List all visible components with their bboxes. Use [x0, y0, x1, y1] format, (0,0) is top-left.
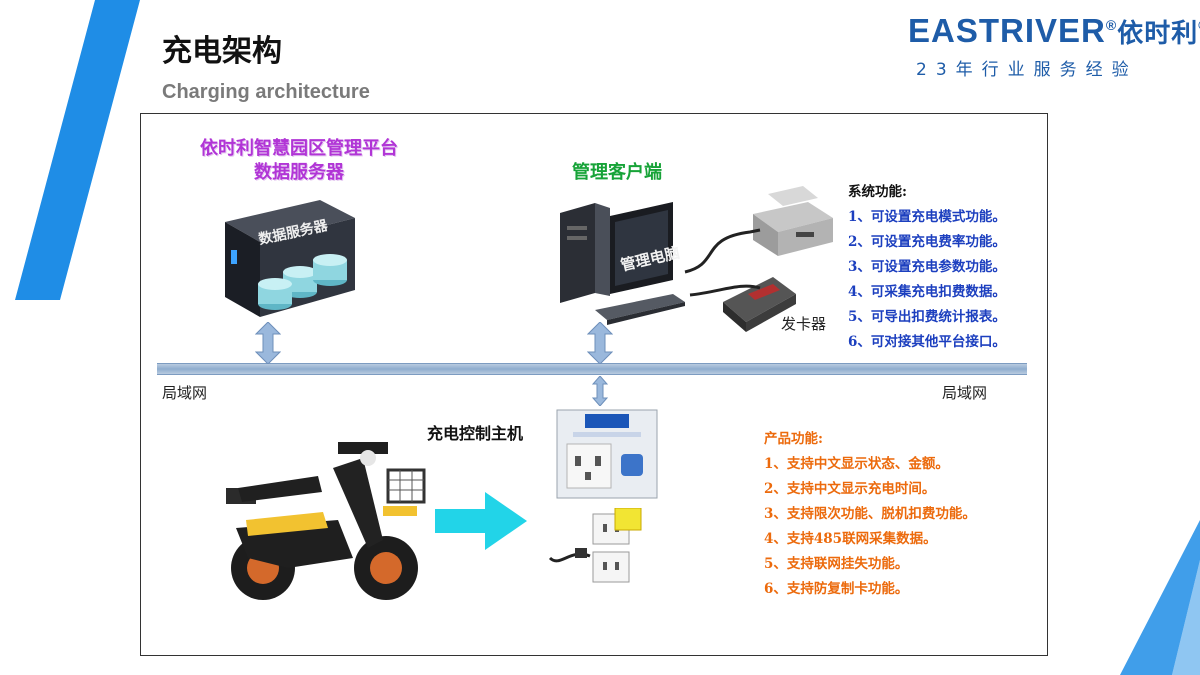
system-functions-list: 系统功能: 1、可设置充电模式功能。 2、可设置充电费率功能。 3、可设置充电参…: [848, 180, 1048, 355]
brand-tagline: 23年行业服务经验: [916, 60, 1138, 80]
lan-label-right: 局域网: [942, 384, 988, 402]
brand-logo: EASTRIVER®依时利®: [908, 12, 1200, 50]
management-pc-icon: [560, 202, 685, 325]
power-socket-icon: [548, 508, 642, 583]
product-functions-list: 产品功能: 1、支持中文显示状态、金额。 2、支持中文显示充电时间。 3、支持限…: [764, 427, 1044, 602]
left-decor-stripe: [15, 0, 140, 300]
page-title: 充电架构: [162, 34, 282, 69]
host-lan-arrow: [592, 376, 608, 406]
brand-name-cn: 依时利: [1117, 18, 1199, 48]
client-title: 管理客户端: [572, 162, 662, 183]
list-item: 2、可设置充电费率功能。: [848, 234, 1006, 250]
list-item: 5、可导出扣费统计报表。: [848, 309, 1006, 325]
electric-scooter-icon: [226, 442, 426, 600]
list-item: 4、支持485联网采集数据。: [764, 531, 937, 547]
brand-name: EASTRIVER: [908, 12, 1106, 49]
charging-host-device-icon: [556, 409, 658, 499]
client-lan-arrow: [587, 322, 613, 364]
lan-label-left: 局域网: [162, 384, 208, 402]
charging-host-label: 充电控制主机: [427, 424, 524, 443]
product-functions-title: 产品功能:: [764, 431, 823, 447]
list-item: 2、支持中文显示充电时间。: [764, 481, 936, 497]
connection-cables: [684, 228, 761, 297]
charging-flow-arrow: [435, 492, 527, 550]
printer-icon: [753, 186, 833, 256]
list-item: 6、可对接其他平台接口。: [848, 334, 1006, 350]
system-functions-title: 系统功能:: [848, 184, 907, 200]
registered-mark-1: ®: [1105, 17, 1118, 33]
list-item: 6、支持防复制卡功能。: [764, 581, 909, 597]
list-item: 4、可采集充电扣费数据。: [848, 284, 1006, 300]
list-item: 3、可设置充电参数功能。: [848, 259, 1006, 275]
list-item: 1、可设置充电模式功能。: [848, 209, 1006, 225]
list-item: 5、支持联网挂失功能。: [764, 556, 909, 572]
card-reader-icon: [723, 277, 796, 332]
bottom-right-decor-stripe: [1120, 520, 1200, 675]
server-title-line1: 依时利智慧园区管理平台: [200, 138, 398, 159]
data-server-icon: [225, 200, 355, 317]
page-subtitle: Charging architecture: [162, 81, 370, 103]
server-title-line2: 数据服务器: [254, 162, 344, 183]
server-lan-arrow: [255, 322, 281, 364]
registered-mark-2: ®: [1198, 17, 1200, 33]
card-reader-label: 发卡器: [781, 315, 827, 333]
list-item: 1、支持中文显示状态、金额。: [764, 456, 949, 472]
lan-bus-line: [157, 363, 1027, 375]
list-item: 3、支持限次功能、脱机扣费功能。: [764, 506, 976, 522]
